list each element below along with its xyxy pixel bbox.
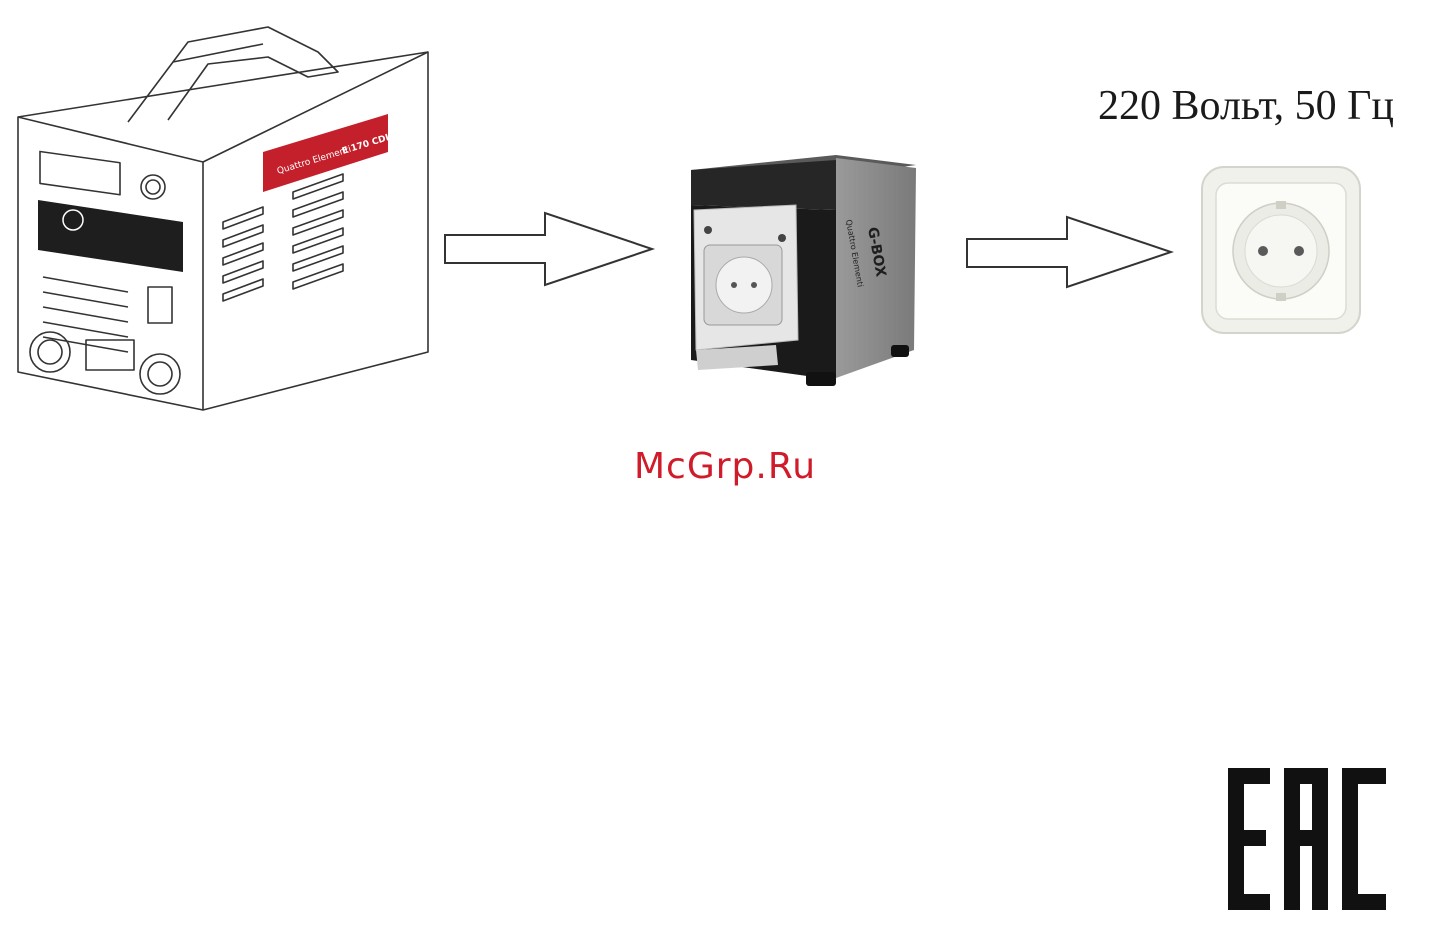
arrow-right-icon (442, 210, 656, 288)
arrow-right-icon (964, 214, 1174, 290)
voltage-label: 220 Вольт, 50 Гц (1098, 82, 1438, 130)
watermark-text: McGrp.Ru (560, 446, 890, 487)
welder-icon: Quattro Elementi E 170 CDI (8, 22, 438, 414)
gbox-adapter-icon: Quattro Elementi G-BOX (686, 150, 926, 395)
wall-socket-icon (1200, 165, 1362, 335)
eac-mark-icon (1226, 766, 1388, 912)
